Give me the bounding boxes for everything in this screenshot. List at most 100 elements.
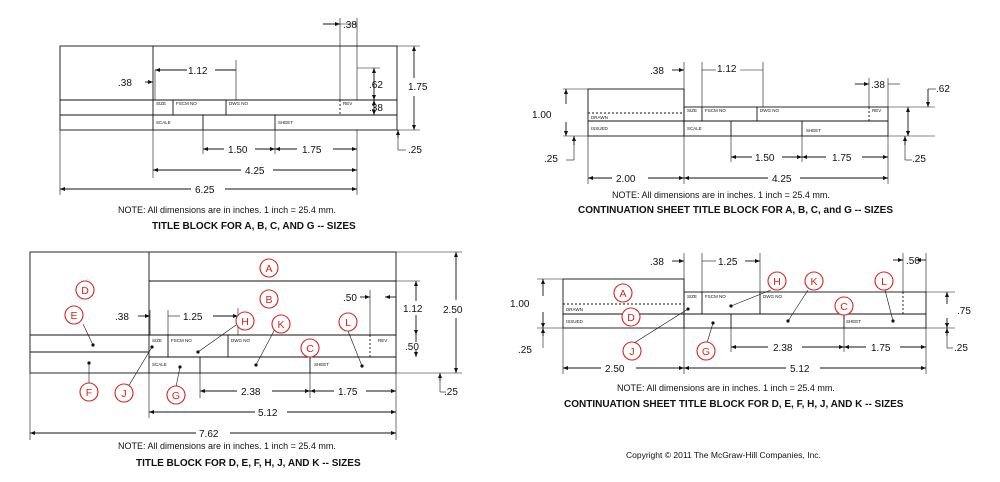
dim-050: .50 [906, 256, 920, 267]
dim-025-left: .25 [544, 154, 558, 165]
label-size: SIZE [687, 294, 697, 299]
callout-j: J [629, 346, 634, 358]
label-fscm-no: FSCM NO [705, 294, 726, 299]
label-size: SIZE [152, 338, 162, 343]
label-size: SIZE [687, 108, 697, 113]
label-issued: ISSUED [566, 319, 584, 324]
dim-238: 2.38 [241, 387, 261, 398]
dim-512: 5.12 [258, 408, 278, 419]
continuation-outline-right [683, 106, 889, 137]
dim-038: .38 [650, 257, 664, 268]
tl-text: .38 1.12 .38 .62 1.75 .38 .25 1.50 1.75 … [118, 20, 428, 232]
label-drawn: DRAWN [566, 307, 583, 312]
dim-175-vertical: 1.75 [408, 82, 428, 93]
diagram-continuation-defhjk [537, 253, 955, 374]
label-rev: REV [378, 338, 387, 343]
dim-038: .38 [650, 66, 664, 77]
label-sheet: SHEET [846, 319, 861, 324]
dim-050: .50 [343, 293, 357, 304]
caption: CONTINUATION SHEET TITLE BLOCK FOR D, E,… [564, 399, 904, 410]
dim-025: .25 [408, 145, 422, 156]
dim-025-right: .25 [954, 343, 968, 354]
diagram-title-block-abcg [59, 18, 420, 195]
dim-112: 1.12 [403, 304, 423, 315]
br-callouts: A C D G H J K L [613, 271, 894, 361]
dim-425: 4.25 [772, 174, 792, 185]
dim-112: 1.12 [188, 66, 208, 77]
callout-c: C [306, 343, 314, 355]
callout-d: D [627, 312, 635, 324]
note-text: NOTE: All dimensions are in inches. 1 in… [118, 205, 336, 215]
dim-038-top: .38 [343, 20, 357, 31]
label-dwg-no: DWG NO [231, 338, 250, 343]
label-sheet: SHEET [278, 120, 293, 125]
callout-h: H [241, 316, 249, 328]
dim-025-right: .25 [912, 154, 926, 165]
br-dots [686, 304, 895, 325]
br-text: .38 1.25 .50 1.00 .75 .25 .25 2.38 1.75 … [510, 256, 971, 410]
callout-h: H [773, 276, 781, 288]
callout-k: K [810, 276, 817, 288]
label-rev: REV [343, 101, 352, 106]
caption: TITLE BLOCK FOR A, B, C, AND G -- SIZES [152, 221, 356, 232]
dim-038-left: .38 [118, 78, 132, 89]
dim-175: 1.75 [338, 387, 358, 398]
dim-250: 2.50 [605, 364, 625, 375]
callout-f: F [86, 387, 92, 399]
dim-175: 1.75 [832, 153, 852, 164]
callout-a: A [265, 263, 272, 275]
callout-d: D [81, 285, 89, 297]
label-sheet: SHEET [314, 362, 329, 367]
callout-c: C [840, 301, 848, 313]
label-dwg-no: DWG NO [760, 108, 779, 113]
callout-k: K [277, 319, 284, 331]
dim-062: .62 [936, 84, 950, 95]
dim-112: 1.12 [717, 64, 737, 75]
continuation-outline-right [683, 291, 927, 329]
callout-j: J [121, 388, 126, 400]
dim-100: 1.00 [532, 110, 552, 121]
callout-l: L [345, 317, 351, 329]
dim-038-right: .38 [871, 80, 885, 91]
label-sheet: SHEET [806, 128, 821, 133]
dim-025-left: .25 [518, 345, 532, 356]
dim-125: 1.25 [183, 312, 203, 323]
label-fscm-no: FSCM NO [171, 338, 192, 343]
dim-038: .38 [115, 312, 129, 323]
callout-a: A [619, 288, 626, 300]
bl-callouts: A B C D E F G H J K L [64, 258, 358, 405]
dim-250-vertical: 2.50 [443, 305, 463, 316]
dim-100: 1.00 [510, 299, 530, 310]
tr-text: .38 1.12 .38 .62 1.00 .25 1.50 1.75 .25 … [532, 64, 950, 216]
dim-150: 1.50 [228, 145, 248, 156]
label-rev: REV [872, 108, 881, 113]
note-text: NOTE: All dimensions are in inches. 1 in… [617, 383, 835, 393]
caption: TITLE BLOCK FOR D, E, F, H, J, AND K -- … [136, 458, 361, 469]
callout-l: L [881, 276, 887, 288]
dim-762: 7.62 [199, 429, 219, 440]
bl-text: .38 1.25 .50 1.12 2.50 .50 .25 2.38 1.75… [115, 293, 463, 469]
copyright-text: Copyright © 2011 The McGraw-Hill Compani… [626, 450, 821, 460]
dim-150: 1.50 [755, 153, 775, 164]
callout-b: B [265, 294, 272, 306]
diagram-continuation-abcg [563, 62, 936, 184]
dim-512: 5.12 [790, 364, 810, 375]
dim-038-vertical: .38 [369, 103, 383, 114]
title-block-outline [29, 251, 397, 374]
label-dwg-no: DWG NO [229, 101, 248, 106]
dim-050-vertical: .50 [405, 342, 419, 353]
dim-238: 2.38 [773, 343, 793, 354]
callout-e: E [70, 310, 77, 322]
label-issued: ISSUED [591, 126, 609, 131]
dim-200: 2.00 [616, 174, 636, 185]
dim-025: .25 [444, 387, 458, 398]
dim-425: 4.25 [245, 166, 265, 177]
dim-625: 6.25 [195, 185, 215, 196]
bl-dots [87, 343, 364, 369]
dim-175: 1.75 [302, 145, 322, 156]
diagram-title-block-defhjk [29, 251, 462, 440]
dim-062: .62 [369, 80, 383, 91]
label-fscm-no: FSCM NO [176, 101, 197, 106]
note-text: NOTE: All dimensions are in inches. 1 in… [612, 190, 830, 200]
